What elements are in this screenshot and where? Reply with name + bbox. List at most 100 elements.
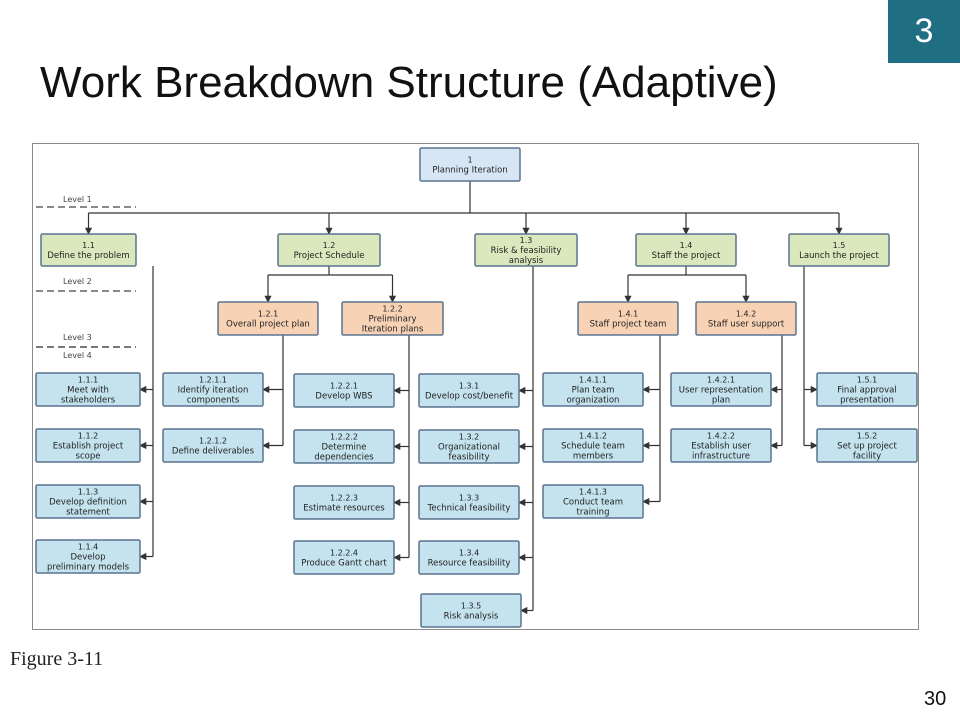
wbs-node-box bbox=[35, 539, 141, 574]
wbs-node-label: Plan team bbox=[572, 386, 615, 396]
wbs-node-number: 1.2.2.4 bbox=[330, 549, 358, 558]
wbs-node-box bbox=[670, 428, 772, 463]
wbs-node-label: Final approval bbox=[837, 386, 896, 396]
wbs-node-box bbox=[293, 540, 395, 575]
wbs-node-number: 1.5.2 bbox=[857, 432, 877, 441]
wbs-node-box bbox=[542, 428, 644, 463]
wbs-node-box bbox=[418, 540, 520, 575]
wbs-node-number: 1 bbox=[467, 156, 472, 165]
wbs-node-number: 1.1.3 bbox=[78, 488, 98, 497]
wbs-node-label: Produce Gantt chart bbox=[301, 559, 387, 569]
wbs-node-label: Overall project plan bbox=[226, 320, 310, 330]
wbs-node-box bbox=[35, 428, 141, 463]
wbs-node-box bbox=[418, 373, 520, 408]
wbs-node-label: statement bbox=[66, 508, 110, 518]
wbs-node-number: 1.2.2.2 bbox=[330, 433, 358, 442]
level-label: Level 4 bbox=[63, 351, 92, 360]
figure-caption: Figure 3-11 bbox=[10, 648, 104, 670]
wbs-node-number: 1.4 bbox=[680, 241, 693, 250]
wbs-node-label: Identify iteration bbox=[178, 386, 249, 396]
wbs-node-label: stakeholders bbox=[61, 396, 116, 406]
wbs-node-number: 1.1 bbox=[82, 241, 95, 250]
wbs-node-label: Develop bbox=[71, 553, 106, 563]
wbs-node-label: plan bbox=[712, 396, 730, 406]
wbs-node-box bbox=[418, 485, 520, 520]
page-number: 30 bbox=[924, 688, 947, 710]
wbs-node-number: 1.3.5 bbox=[461, 602, 481, 611]
wbs-node-box bbox=[816, 428, 918, 463]
wbs-node-label: Preliminary bbox=[369, 315, 417, 325]
wbs-node-label: facility bbox=[853, 452, 881, 462]
wbs-node-box bbox=[816, 372, 918, 407]
wbs-node-label: Staff user support bbox=[708, 320, 785, 330]
wbs-node-label: Set up project bbox=[837, 442, 897, 452]
wbs-node-number: 1.4.1.3 bbox=[579, 488, 607, 497]
wbs-node-box bbox=[277, 233, 381, 267]
wbs-node-label: User representation bbox=[679, 386, 763, 396]
wbs-node-label: Project Schedule bbox=[294, 251, 365, 261]
wbs-node-box bbox=[293, 485, 395, 520]
wbs-node-label: Develop cost/benefit bbox=[425, 392, 514, 402]
wbs-node-label: Establish project bbox=[53, 442, 124, 452]
wbs-node-box bbox=[293, 429, 395, 464]
wbs-node-label: preliminary models bbox=[47, 563, 130, 573]
wbs-node-label: Staff the project bbox=[652, 251, 721, 261]
level-label: Level 3 bbox=[63, 333, 92, 342]
level-label: Level 1 bbox=[63, 195, 92, 204]
wbs-node-number: 1.2.2.3 bbox=[330, 494, 358, 503]
wbs-node-label: presentation bbox=[840, 396, 894, 406]
wbs-node-number: 1.2.2.1 bbox=[330, 382, 358, 391]
wbs-node-label: Develop definition bbox=[49, 498, 127, 508]
wbs-node-label: feasibility bbox=[448, 453, 489, 463]
wbs-node-label: Risk & feasibility bbox=[491, 246, 562, 256]
level-label: Level 2 bbox=[63, 277, 92, 286]
wbs-node-label: Determine bbox=[322, 443, 367, 453]
wbs-node-label: analysis bbox=[509, 256, 544, 266]
wbs-node-box bbox=[670, 372, 772, 407]
wbs-node-box bbox=[217, 301, 319, 336]
wbs-node-label: infrastructure bbox=[692, 452, 750, 462]
wbs-node-label: organization bbox=[567, 396, 620, 406]
wbs-node-number: 1.2 bbox=[323, 241, 336, 250]
wbs-node-box bbox=[635, 233, 737, 267]
wbs-node-box bbox=[293, 373, 395, 408]
wbs-node-number: 1.4.1.1 bbox=[579, 376, 607, 385]
wbs-node-label: Define deliverables bbox=[172, 447, 255, 457]
wbs-node-number: 1.3.3 bbox=[459, 494, 479, 503]
wbs-node-number: 1.1.1 bbox=[78, 376, 98, 385]
wbs-node-box bbox=[695, 301, 797, 336]
wbs-node-number: 1.1.2 bbox=[78, 432, 98, 441]
wbs-node-label: Risk analysis bbox=[444, 612, 499, 622]
wbs-node-label: Establish user bbox=[691, 442, 751, 452]
wbs-node-label: Develop WBS bbox=[315, 392, 372, 402]
wbs-node-box bbox=[542, 372, 644, 407]
wbs-node-number: 1.2.1.2 bbox=[199, 437, 227, 446]
wbs-node-number: 1.4.1.2 bbox=[579, 432, 607, 441]
chapter-badge: 3 bbox=[888, 0, 960, 63]
wbs-node-label: Planning Iteration bbox=[432, 166, 507, 176]
